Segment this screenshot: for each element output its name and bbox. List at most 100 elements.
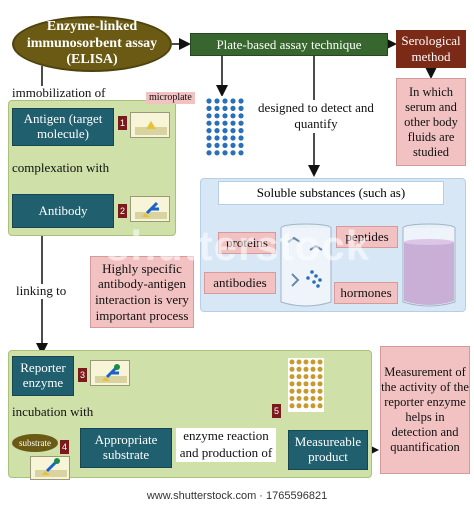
well-dot xyxy=(222,150,228,156)
well-dot xyxy=(310,366,316,372)
well-dot xyxy=(222,98,228,104)
well-dot xyxy=(222,142,228,148)
step-number-5: 5 xyxy=(272,404,281,418)
well-dot xyxy=(214,142,220,148)
hormones-tag: hormones xyxy=(334,282,398,304)
well-dot xyxy=(289,366,295,372)
well-dot xyxy=(296,388,302,394)
step-number-4: 4 xyxy=(60,440,69,454)
well-dot xyxy=(317,381,323,387)
well-dot xyxy=(303,381,309,387)
well-dot xyxy=(303,396,309,401)
well-dot xyxy=(303,359,309,365)
well-dot xyxy=(296,366,302,372)
well-dot xyxy=(289,381,295,387)
well-dot xyxy=(310,381,316,387)
well-dot xyxy=(230,120,236,126)
well-dot xyxy=(238,113,244,119)
reporter-well-icon xyxy=(95,364,127,383)
well-dot xyxy=(296,396,302,401)
microplate-label: microplate xyxy=(146,92,195,104)
substrate-thumbnail xyxy=(30,456,70,480)
reporter-enzyme-box: Reporter enzyme xyxy=(12,356,74,396)
well-dot xyxy=(230,150,236,156)
step-number-3: 3 xyxy=(78,368,87,382)
well-dot xyxy=(230,142,236,148)
step-number-2: 2 xyxy=(118,204,127,218)
well-dot xyxy=(310,388,316,394)
serum-note: In which serum and other body fluids are… xyxy=(396,78,466,166)
incubation-label: incubation with xyxy=(12,404,94,420)
substrate-tag: substrate xyxy=(12,434,58,452)
antibody-thumbnail xyxy=(130,196,170,222)
well-dot xyxy=(303,374,309,380)
well-dot xyxy=(230,105,236,111)
well-dot xyxy=(206,142,212,148)
elisa-title: Enzyme-linked immunosorbent assay (ELISA… xyxy=(12,16,172,72)
well-dot xyxy=(310,396,316,401)
well-dot xyxy=(206,113,212,119)
complexation-label: complexation with xyxy=(12,160,110,176)
well-dot xyxy=(206,105,212,111)
well-dot xyxy=(317,396,323,401)
serological-method: Serological method xyxy=(396,30,466,68)
well-dot xyxy=(222,120,228,126)
well-dot xyxy=(230,128,236,134)
well-dot xyxy=(206,135,212,141)
well-dot xyxy=(206,98,212,104)
well-dot xyxy=(214,98,220,104)
well-dot xyxy=(238,120,244,126)
antibody-box: Antibody xyxy=(12,194,114,228)
well-dot xyxy=(296,381,302,387)
antibody-well-icon xyxy=(135,201,167,219)
footer-credit: www.shutterstock.com · 1765596821 xyxy=(146,490,328,502)
well-dot xyxy=(230,113,236,119)
plate-based-technique: Plate-based assay technique xyxy=(190,33,388,56)
well-dot xyxy=(238,128,244,134)
proteins-tag: proteins xyxy=(218,232,276,254)
well-dot xyxy=(317,359,323,365)
well-dot xyxy=(303,403,309,409)
well-dot xyxy=(206,150,212,156)
antigen-box: Antigen (target molecule) xyxy=(12,108,114,146)
well-dot xyxy=(222,128,228,134)
well-dot xyxy=(222,113,228,119)
microplate-icon xyxy=(204,96,246,158)
well-dot xyxy=(206,120,212,126)
well-dot xyxy=(296,374,302,380)
measurable-product-box: Measureable product xyxy=(288,430,368,470)
well-dot xyxy=(214,113,220,119)
filled-beaker-icon xyxy=(402,223,456,307)
well-dot xyxy=(222,105,228,111)
well-dot xyxy=(317,403,323,409)
appropriate-substrate-box: Appropriate substrate xyxy=(80,428,172,468)
well-dot xyxy=(289,403,295,409)
well-dot xyxy=(222,135,228,141)
well-dot xyxy=(296,359,302,365)
well-dot xyxy=(317,388,323,394)
well-dot xyxy=(296,403,302,409)
well-dot xyxy=(310,403,316,409)
product-microplate-icon xyxy=(288,358,324,412)
well-dot xyxy=(214,135,220,141)
well-dot xyxy=(310,359,316,365)
specific-interaction-note: Highly specific antibody-antigen interac… xyxy=(90,256,194,328)
well-dot xyxy=(214,150,220,156)
antigen-thumbnail xyxy=(130,112,170,138)
well-dot xyxy=(230,135,236,141)
well-dot xyxy=(289,374,295,380)
well-dot xyxy=(238,142,244,148)
antigen-well-icon xyxy=(135,121,167,135)
well-dot xyxy=(238,135,244,141)
empty-beaker-icon xyxy=(280,223,332,307)
well-dot xyxy=(230,98,236,104)
well-dot xyxy=(214,120,220,126)
well-dot xyxy=(303,366,309,372)
well-dot xyxy=(303,388,309,394)
soluble-substances-title: Soluble substances (such as) xyxy=(218,181,444,205)
measurement-note: Measurement of the activity of the repor… xyxy=(380,346,470,474)
well-dot xyxy=(214,128,220,134)
well-dot xyxy=(238,105,244,111)
well-dot xyxy=(238,98,244,104)
immobilization-label: immobilization of xyxy=(12,85,106,101)
